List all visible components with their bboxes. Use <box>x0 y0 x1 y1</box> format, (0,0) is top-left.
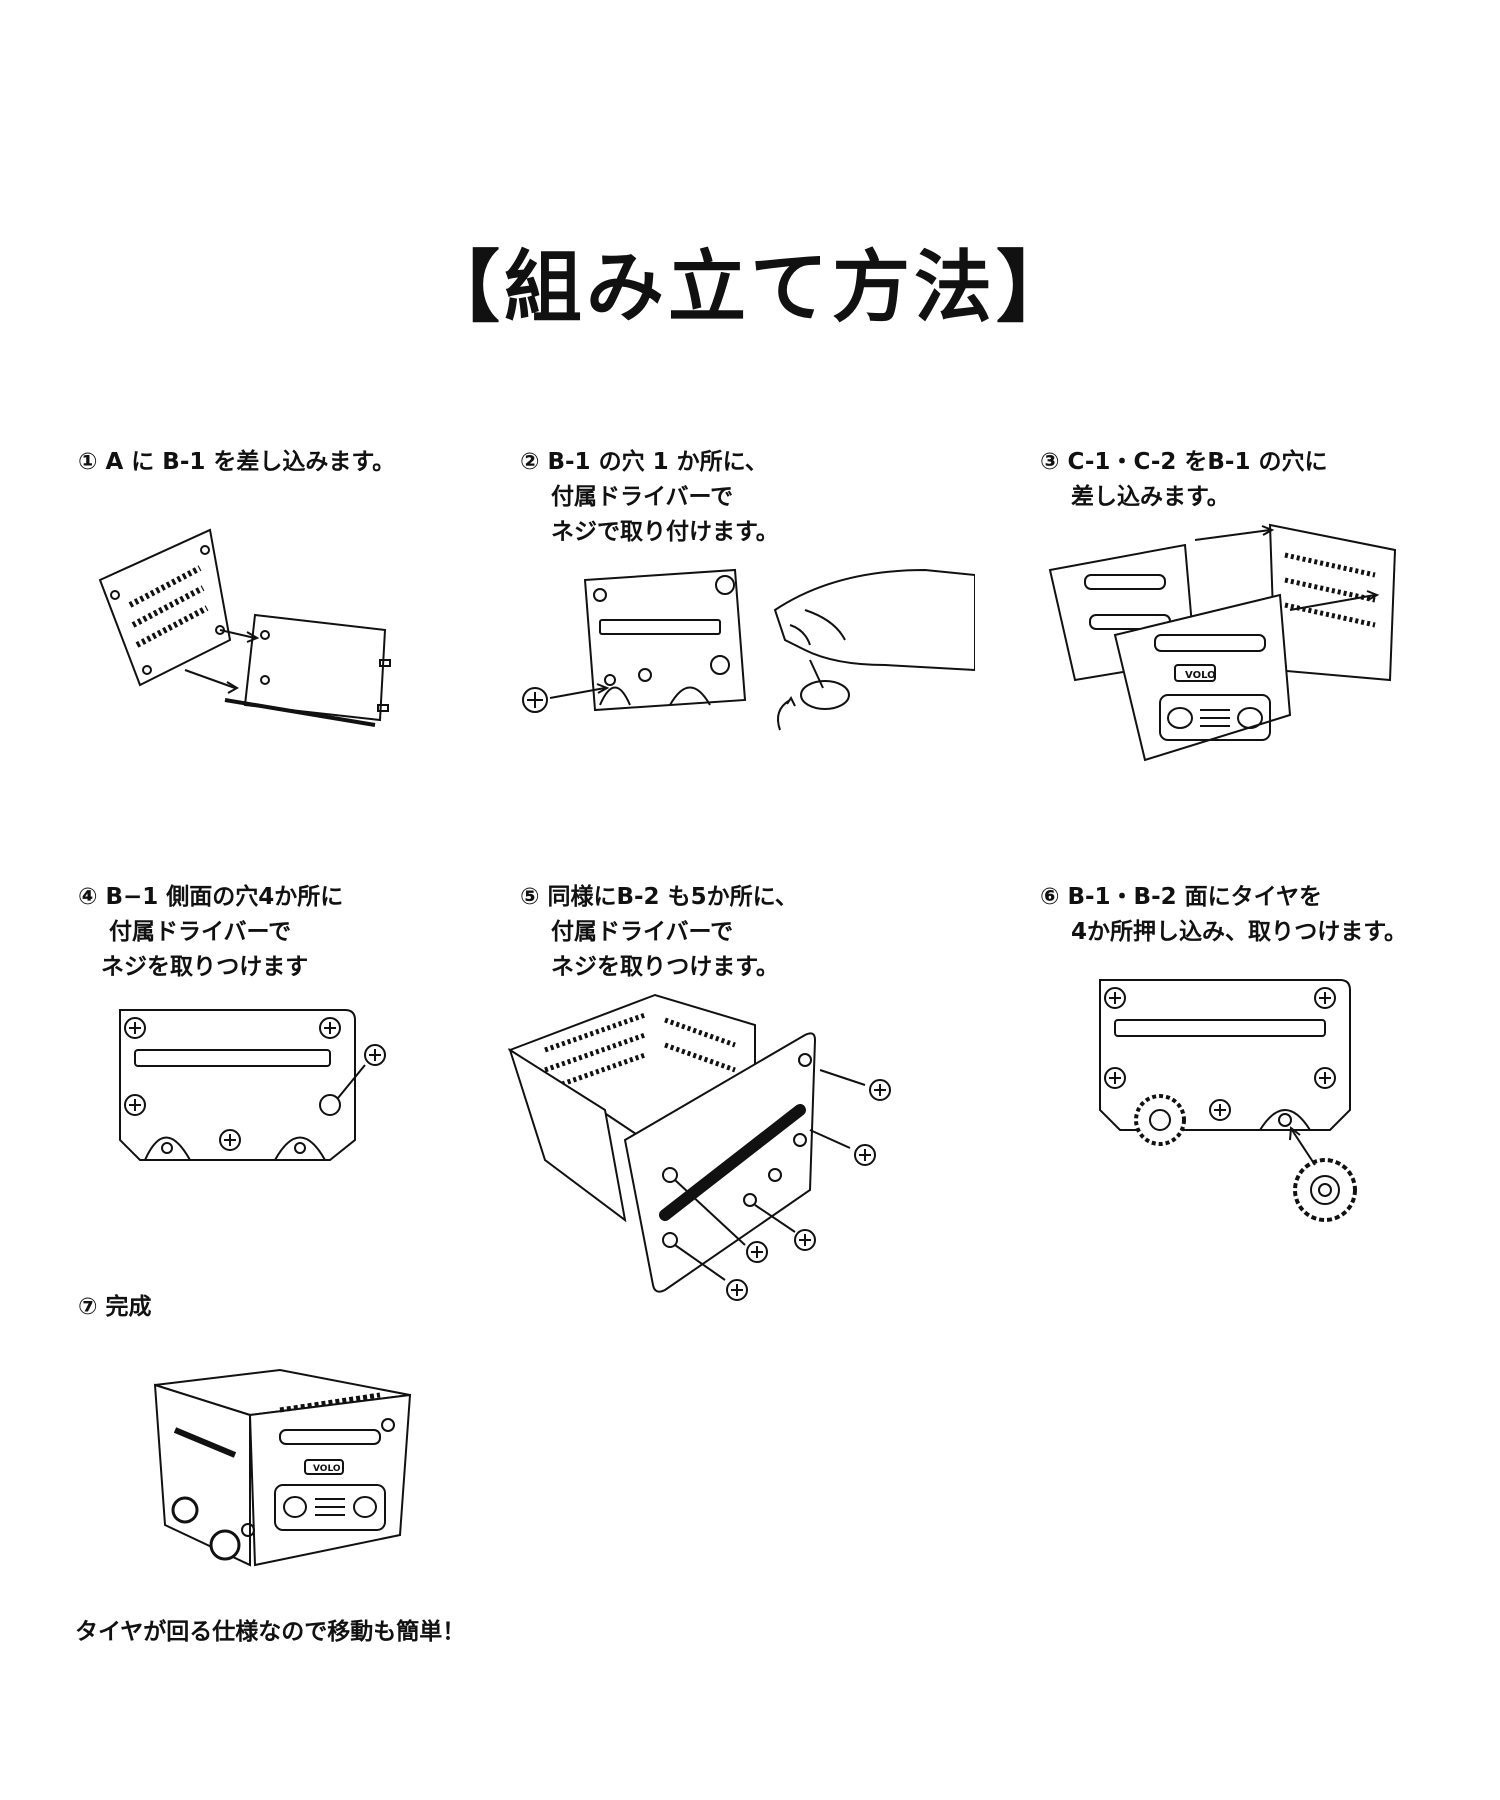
step-5-line-2: 付属ドライバーで <box>520 919 734 945</box>
step-2-line-2: 付属ドライバーで <box>520 484 734 510</box>
step-3-caption: ③ C-1・C-2 をB-1 の穴に 差し込みます。 <box>1040 445 1328 515</box>
step-4-caption: ④ B−1 側面の穴4か所に 付属ドライバーで ネジを取りつけます <box>78 880 343 985</box>
step-2-line-3: ネジで取り付けます。 <box>520 519 779 545</box>
step-5-illustration <box>505 990 905 1310</box>
step-2-illustration <box>505 550 975 740</box>
step-4-line-1: ④ B−1 側面の穴4か所に <box>78 884 344 910</box>
step-7-illustration: VOLO <box>150 1365 420 1575</box>
step-3-illustration: VOLO <box>1045 520 1405 770</box>
step-3-line-1: ③ C-1・C-2 をB-1 の穴に <box>1040 449 1328 475</box>
step-6-caption: ⑥ B-1・B-2 面にタイヤを 4か所押し込み、取りつけます。 <box>1040 880 1407 950</box>
step-6-line-1: ⑥ B-1・B-2 面にタイヤを <box>1040 884 1322 910</box>
step-1-line-1: ① A に B-1 を差し込みます。 <box>78 449 396 475</box>
step-5-caption: ⑤ 同様にB-2 も5か所に、 付属ドライバーで ネジを取りつけます。 <box>520 880 798 985</box>
step-1-caption: ① A に B-1 を差し込みます。 <box>78 445 395 480</box>
step-7-line-1: ⑦ 完成 <box>78 1294 152 1320</box>
step-7-logo: VOLO <box>313 1464 341 1474</box>
step-1-illustration <box>95 520 415 760</box>
step-4-illustration <box>110 1000 400 1175</box>
page-title: 【組み立て方法】 <box>421 243 1078 333</box>
step-2-caption: ② B-1 の穴 1 か所に、 付属ドライバーで ネジで取り付けます。 <box>520 445 779 550</box>
step-5-line-3: ネジを取りつけます。 <box>520 954 779 980</box>
step-6-illustration <box>1090 970 1390 1230</box>
step-3-logo: VOLO <box>1185 670 1216 681</box>
footer-note: タイヤが回る仕様なので移動も簡単！ <box>75 1619 466 1645</box>
step-6-line-2: 4か所押し込み、取りつけます。 <box>1040 919 1407 945</box>
step-3-line-2: 差し込みます。 <box>1040 484 1230 510</box>
step-2-line-1: ② B-1 の穴 1 か所に、 <box>520 449 768 475</box>
step-7-caption: ⑦ 完成 <box>78 1290 151 1325</box>
step-4-line-3: ネジを取りつけます <box>78 954 309 980</box>
step-4-line-2: 付属ドライバーで <box>78 919 292 945</box>
step-5-line-1: ⑤ 同様にB-2 も5か所に、 <box>520 884 798 910</box>
